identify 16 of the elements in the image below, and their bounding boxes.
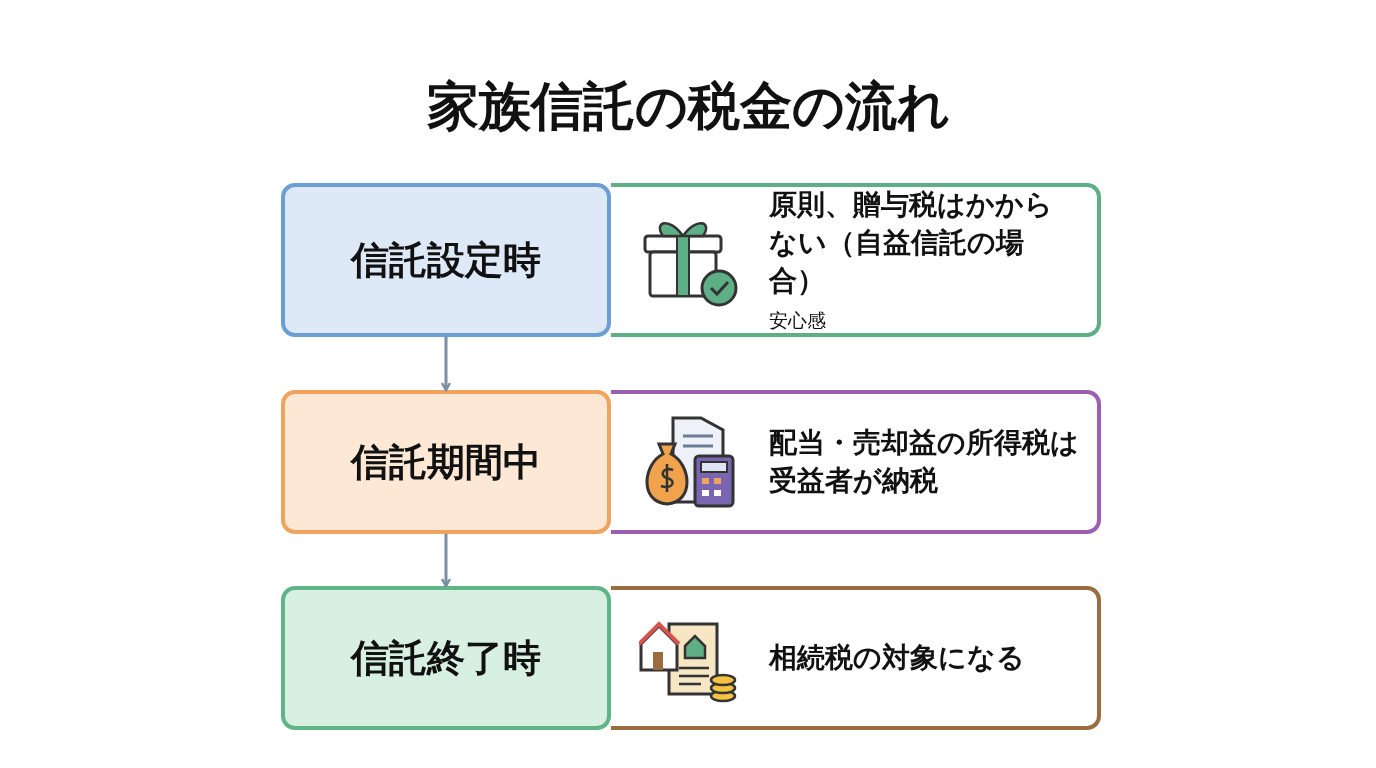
stage-label: 信託設定時 <box>351 236 541 284</box>
detail-card <box>611 586 1101 730</box>
stage-label: 信託期間中 <box>351 438 541 486</box>
arrow <box>440 337 452 392</box>
description-text: 原則、贈与税はかからない（自益信託の場合） <box>769 187 1054 299</box>
stage-box <box>281 183 611 337</box>
stage-box <box>281 586 611 730</box>
detail-card <box>611 390 1101 534</box>
stage-label: 信託終了時 <box>351 634 541 682</box>
description-text: 配当・売却益の所得税は受益者が納税 <box>769 425 1079 499</box>
note-text: 安心感 <box>769 308 827 333</box>
diagram-title: 家族信託の税金の流れ <box>425 75 951 138</box>
detail-card <box>611 183 1101 337</box>
stage-box <box>281 390 611 534</box>
arrow <box>440 534 452 588</box>
description-text: 相続税の対象になる <box>769 640 1026 676</box>
